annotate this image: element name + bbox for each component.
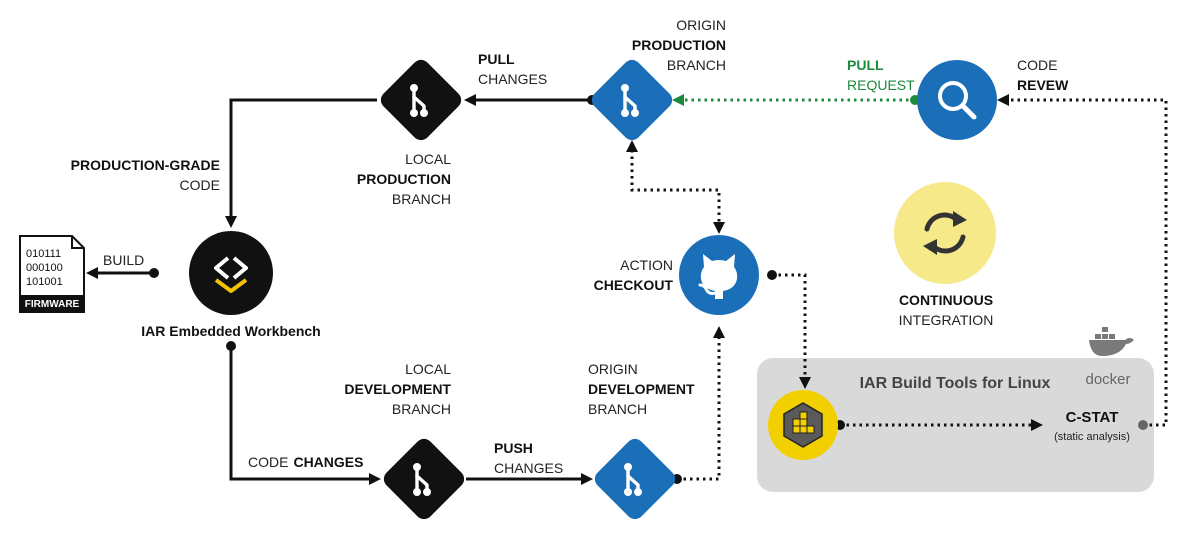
origin-dev-label-3: BRANCH	[588, 401, 647, 417]
firmware-file-icon	[19, 235, 85, 313]
code-changes-label: CODE CHANGES	[248, 454, 363, 470]
connector-dot	[226, 341, 236, 351]
code-changes-label-2: CHANGES	[293, 454, 363, 470]
firmware-label: FIRMWARE	[25, 299, 80, 310]
local-development-branch-node	[383, 438, 465, 520]
magnifier-icon	[938, 81, 977, 120]
local-dev-label-2: DEVELOPMENT	[344, 381, 451, 397]
code-changes-connector	[229, 346, 370, 481]
local-dev-label-1: LOCAL	[405, 361, 451, 377]
ci-label-1: CONTINUOUS	[899, 292, 993, 308]
pull-changes-label-1: PULL	[478, 51, 515, 67]
origin-dev-label-1: ORIGIN	[588, 361, 638, 377]
production-code-connector	[229, 98, 377, 218]
arrowhead	[713, 222, 725, 234]
pull-request-label-2: REQUEST	[847, 77, 915, 93]
firmware-line-1: 010111	[26, 248, 61, 260]
origin-dev-label-2: DEVELOPMENT	[588, 381, 695, 397]
ide-name-label: IAR Embedded Workbench	[141, 323, 320, 339]
arrowhead	[86, 267, 98, 279]
push-changes-label-1: PUSH	[494, 440, 533, 456]
origin-production-branch-node	[591, 59, 673, 141]
arrowhead	[1031, 419, 1043, 431]
iar-build-tools-node	[768, 390, 838, 460]
dev-to-action-connector	[677, 338, 721, 481]
cstat-sub-label: (static analysis)	[1054, 431, 1130, 443]
iar-workbench-node	[189, 231, 273, 315]
ci-label-2: INTEGRATION	[899, 312, 994, 328]
build-tools-box	[757, 358, 1154, 492]
github-action-node	[679, 235, 759, 315]
arrowhead	[225, 216, 237, 228]
build-label: BUILD	[103, 252, 144, 268]
code-changes-label-1: CODE	[248, 454, 288, 470]
code-review-label-1: CODE	[1017, 57, 1057, 73]
arrowhead	[626, 140, 638, 152]
arrowhead	[369, 473, 381, 485]
refresh-cycle-icon	[923, 211, 967, 255]
iar-chevron-icon	[214, 256, 248, 293]
push-changes-label-2: CHANGES	[494, 460, 563, 476]
origin-prod-label-1: ORIGIN	[676, 17, 726, 33]
local-prod-label-2: PRODUCTION	[357, 171, 451, 187]
action-label-2: CHECKOUT	[594, 277, 674, 293]
local-prod-label-1: LOCAL	[405, 151, 451, 167]
arrowhead	[713, 326, 725, 338]
origin-prod-label-2: PRODUCTION	[632, 37, 726, 53]
connector-dot	[1138, 420, 1148, 430]
connector-dot	[149, 268, 159, 278]
firmware-line-3: 101001	[26, 276, 63, 288]
origin-development-branch-node	[594, 438, 676, 520]
build-tools-title: IAR Build Tools for Linux	[860, 375, 1051, 392]
arrowhead	[997, 94, 1009, 106]
arrowhead	[464, 94, 476, 106]
iar-cube-stack-icon	[783, 402, 823, 448]
docker-label: docker	[1085, 371, 1130, 388]
production-grade-sub-label: CODE	[180, 177, 220, 193]
arrowhead	[799, 377, 811, 389]
arrowhead	[581, 473, 593, 485]
docker-whale-icon	[1089, 327, 1134, 356]
action-to-buildtools-connector	[772, 273, 807, 378]
continuous-integration-node	[894, 182, 996, 284]
local-production-branch-node	[380, 59, 462, 141]
connector-dot	[767, 270, 777, 280]
code-review-label-2: REVEW	[1017, 77, 1069, 93]
production-grade-label: PRODUCTION-GRADE	[71, 157, 220, 173]
firmware-line-2: 000100	[26, 262, 63, 274]
action-to-prod-connector	[630, 150, 721, 224]
code-review-node	[917, 60, 997, 140]
arrowhead	[672, 94, 684, 106]
local-dev-label-3: BRANCH	[392, 401, 451, 417]
github-octocat-icon	[698, 254, 738, 299]
local-prod-label-3: BRANCH	[392, 191, 451, 207]
action-label-1: ACTION	[620, 257, 673, 273]
origin-prod-label-3: BRANCH	[667, 57, 726, 73]
pull-request-label-1: PULL	[847, 57, 884, 73]
pull-changes-label-2: CHANGES	[478, 71, 547, 87]
cstat-label: C-STAT	[1066, 409, 1119, 426]
